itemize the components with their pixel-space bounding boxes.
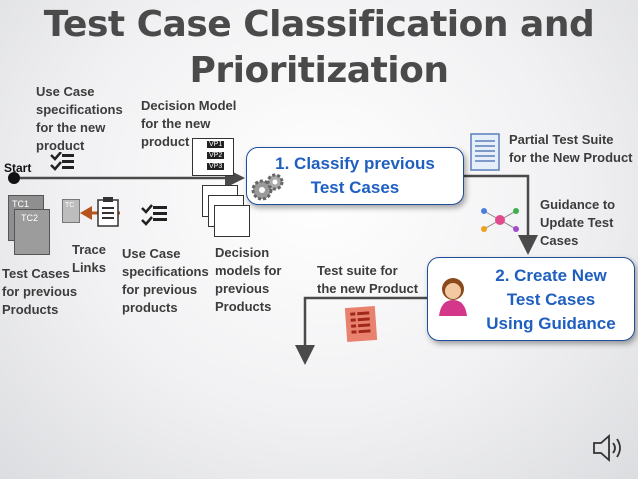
- document-icon: [470, 133, 500, 171]
- vp-label: VP3: [207, 163, 225, 170]
- gears-icon: [251, 173, 284, 201]
- document-icon: TC2: [14, 209, 50, 255]
- label-test-cases-prev: Test Cases for previous Products: [2, 266, 78, 317]
- vp-label: VP1: [207, 141, 225, 148]
- step-2-create-box[interactable]: 2. Create New Test Cases Using Guidance: [427, 257, 635, 341]
- page-title-line-1: Test Case Classification and: [43, 4, 595, 45]
- doc-label: TC: [65, 202, 75, 209]
- decision-model-new-icon: VP1 VP2 VP3: [192, 138, 234, 176]
- arrow-create-to-output: [295, 296, 427, 365]
- label-use-case-prev: Use Case specifications for previous pro…: [122, 246, 209, 315]
- guidance-network-icon: [481, 208, 519, 232]
- label-decision-model-new: Decision Model for the new product: [141, 98, 237, 149]
- label-start: Start: [4, 161, 32, 175]
- person-icon: [439, 278, 467, 316]
- label-decision-models-prev: Decision models for previous Products: [215, 245, 282, 314]
- document-icon: TC: [62, 199, 80, 223]
- step-1-classify-box[interactable]: 1. Classify previous Test Cases: [246, 147, 464, 205]
- arrow-classify-to-create: [464, 174, 538, 255]
- doc-label: TC2: [21, 213, 39, 223]
- label-test-suite-new: Test suite for the new Product: [317, 263, 419, 296]
- start-node: [8, 172, 20, 184]
- label-guidance: Guidance to Update Test Cases: [540, 197, 616, 248]
- label-use-case-new: Use Case specifications for the new prod…: [36, 84, 123, 153]
- clipboard-icon: [97, 197, 119, 227]
- vp-label: VP2: [207, 152, 225, 159]
- label-partial-suite: Partial Test Suite for the New Product: [509, 132, 633, 165]
- page-title-line-2: Prioritization: [189, 50, 449, 91]
- checklist-icon: [141, 204, 167, 226]
- speaker-icon[interactable]: [591, 433, 627, 463]
- doc-label: TC1: [12, 199, 30, 209]
- decision-model-prev-icon: [214, 205, 250, 237]
- checklist-icon: [50, 152, 74, 171]
- test-suite-icon: [344, 305, 378, 343]
- label-trace-links: Trace Links: [72, 242, 106, 275]
